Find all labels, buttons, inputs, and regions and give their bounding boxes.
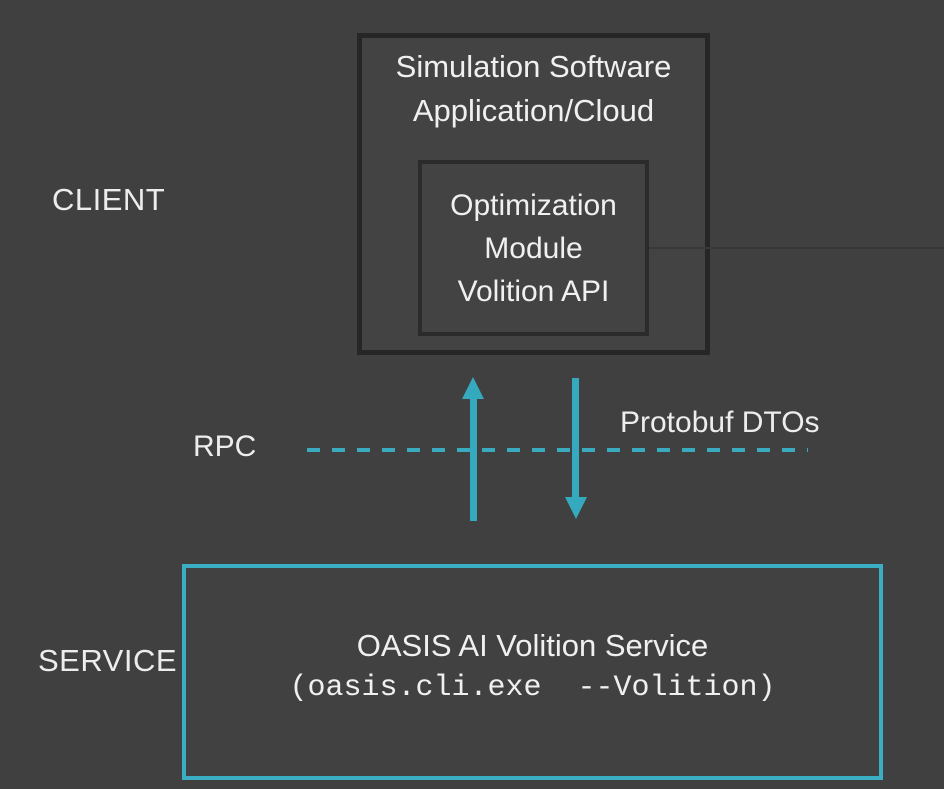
- rpc-boundary-dashed-line: [307, 448, 808, 452]
- client-box-title-line1: Simulation Software: [395, 49, 672, 84]
- service-box-command: (oasis.cli.exe --Volition): [289, 671, 776, 705]
- up-arrow-icon: [462, 377, 484, 399]
- service-box: OASIS AI Volition Service (oasis.cli.exe…: [182, 564, 883, 780]
- inner-box-line2: Module: [484, 231, 583, 265]
- client-tier-label: CLIENT: [52, 182, 166, 217]
- service-box-title: OASIS AI Volition Service: [356, 628, 709, 663]
- down-arrow-shaft: [572, 378, 579, 499]
- client-box-title: Simulation Software Application/Cloud: [362, 45, 705, 133]
- inner-box-line1: Optimization: [450, 188, 617, 222]
- up-arrow-shaft: [470, 396, 477, 521]
- rpc-label: RPC: [193, 430, 257, 463]
- faint-divider-line: [649, 247, 944, 249]
- client-box: Simulation Software Application/Cloud Op…: [357, 33, 710, 355]
- service-tier-label: SERVICE: [38, 643, 178, 678]
- client-box-title-line2: Application/Cloud: [412, 93, 655, 128]
- down-arrow-icon: [565, 497, 587, 519]
- inner-box-line3: Volition API: [457, 274, 610, 308]
- protobuf-dtos-label: Protobuf DTOs: [620, 406, 820, 439]
- optimization-module-box: Optimization Module Volition API: [418, 160, 649, 336]
